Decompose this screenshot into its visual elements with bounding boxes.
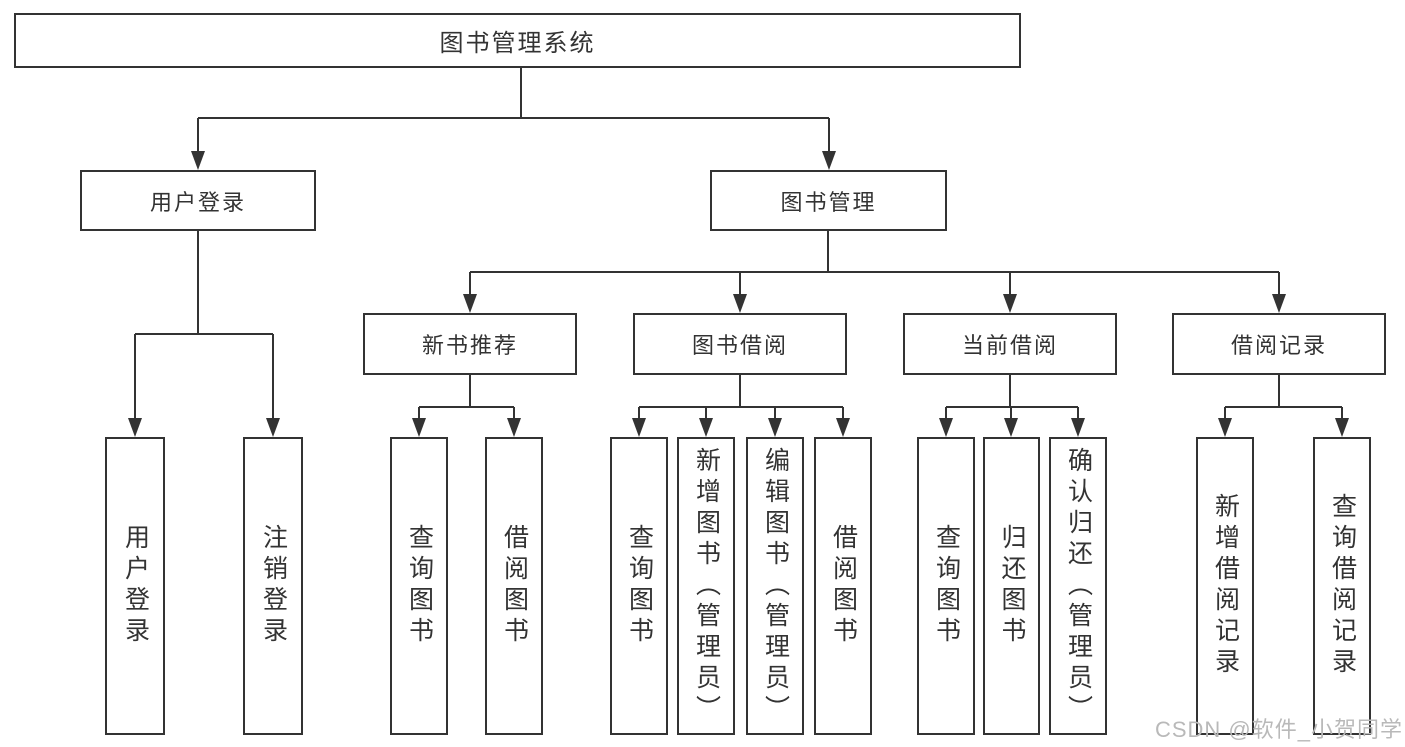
node-label: 借阅图书 (500, 524, 529, 648)
leaf-return-book: 归还图书 (983, 437, 1040, 735)
node-book-borrowing: 图书借阅 (633, 313, 847, 375)
arrowheads (128, 151, 1349, 437)
node-borrow-records: 借阅记录 (1172, 313, 1386, 375)
node-label: 查询图书 (625, 524, 654, 648)
node-label: 图书管理系统 (439, 30, 596, 57)
node-label: 查询图书 (405, 524, 434, 648)
node-label: 用户登录 (121, 524, 150, 648)
node-label: 用户登录 (149, 189, 246, 215)
node-label: 新增图书（管理员） (692, 446, 721, 726)
node-label: 借阅图书 (829, 524, 858, 648)
node-label: 确认归还（管理员） (1064, 446, 1093, 726)
leaf-borrow-books: 借阅图书 (814, 437, 872, 735)
leaf-query-books-borrowing: 查询图书 (610, 437, 668, 735)
node-label: 图书借阅 (691, 333, 788, 358)
leaf-user-login: 用户登录 (105, 437, 165, 735)
leaf-query-books-recommend: 查询图书 (390, 437, 448, 735)
node-label: 当前借阅 (961, 333, 1058, 358)
leaf-borrow-books-recommend: 借阅图书 (485, 437, 543, 735)
leaf-logout: 注销登录 (243, 437, 303, 735)
node-label: 新增借阅记录 (1211, 493, 1240, 679)
node-library-management-system: 图书管理系统 (14, 13, 1021, 68)
leaf-query-borrow-record: 查询借阅记录 (1313, 437, 1371, 735)
leaf-edit-book-admin: 编辑图书（管理员） (746, 437, 804, 735)
node-label: 借阅记录 (1230, 333, 1327, 358)
node-label: 查询借阅记录 (1328, 493, 1357, 679)
node-label: 查询图书 (932, 524, 961, 648)
node-label: 新书推荐 (421, 333, 518, 358)
node-label: 编辑图书（管理员） (761, 446, 790, 726)
watermark: CSDN @软件_小贺同学 (1154, 717, 1403, 742)
node-user-login-branch: 用户登录 (80, 170, 316, 231)
node-current-borrowing: 当前借阅 (903, 313, 1117, 375)
node-label: 图书管理 (780, 189, 877, 215)
leaf-add-borrow-record: 新增借阅记录 (1196, 437, 1254, 735)
node-label: 归还图书 (998, 524, 1026, 648)
node-new-book-recommend: 新书推荐 (363, 313, 577, 375)
node-label: 注销登录 (259, 524, 288, 648)
leaf-query-books-current: 查询图书 (917, 437, 975, 735)
leaf-add-book-admin: 新增图书（管理员） (677, 437, 735, 735)
leaf-confirm-return-admin: 确认归还（管理员） (1049, 437, 1107, 735)
node-book-management: 图书管理 (710, 170, 947, 231)
